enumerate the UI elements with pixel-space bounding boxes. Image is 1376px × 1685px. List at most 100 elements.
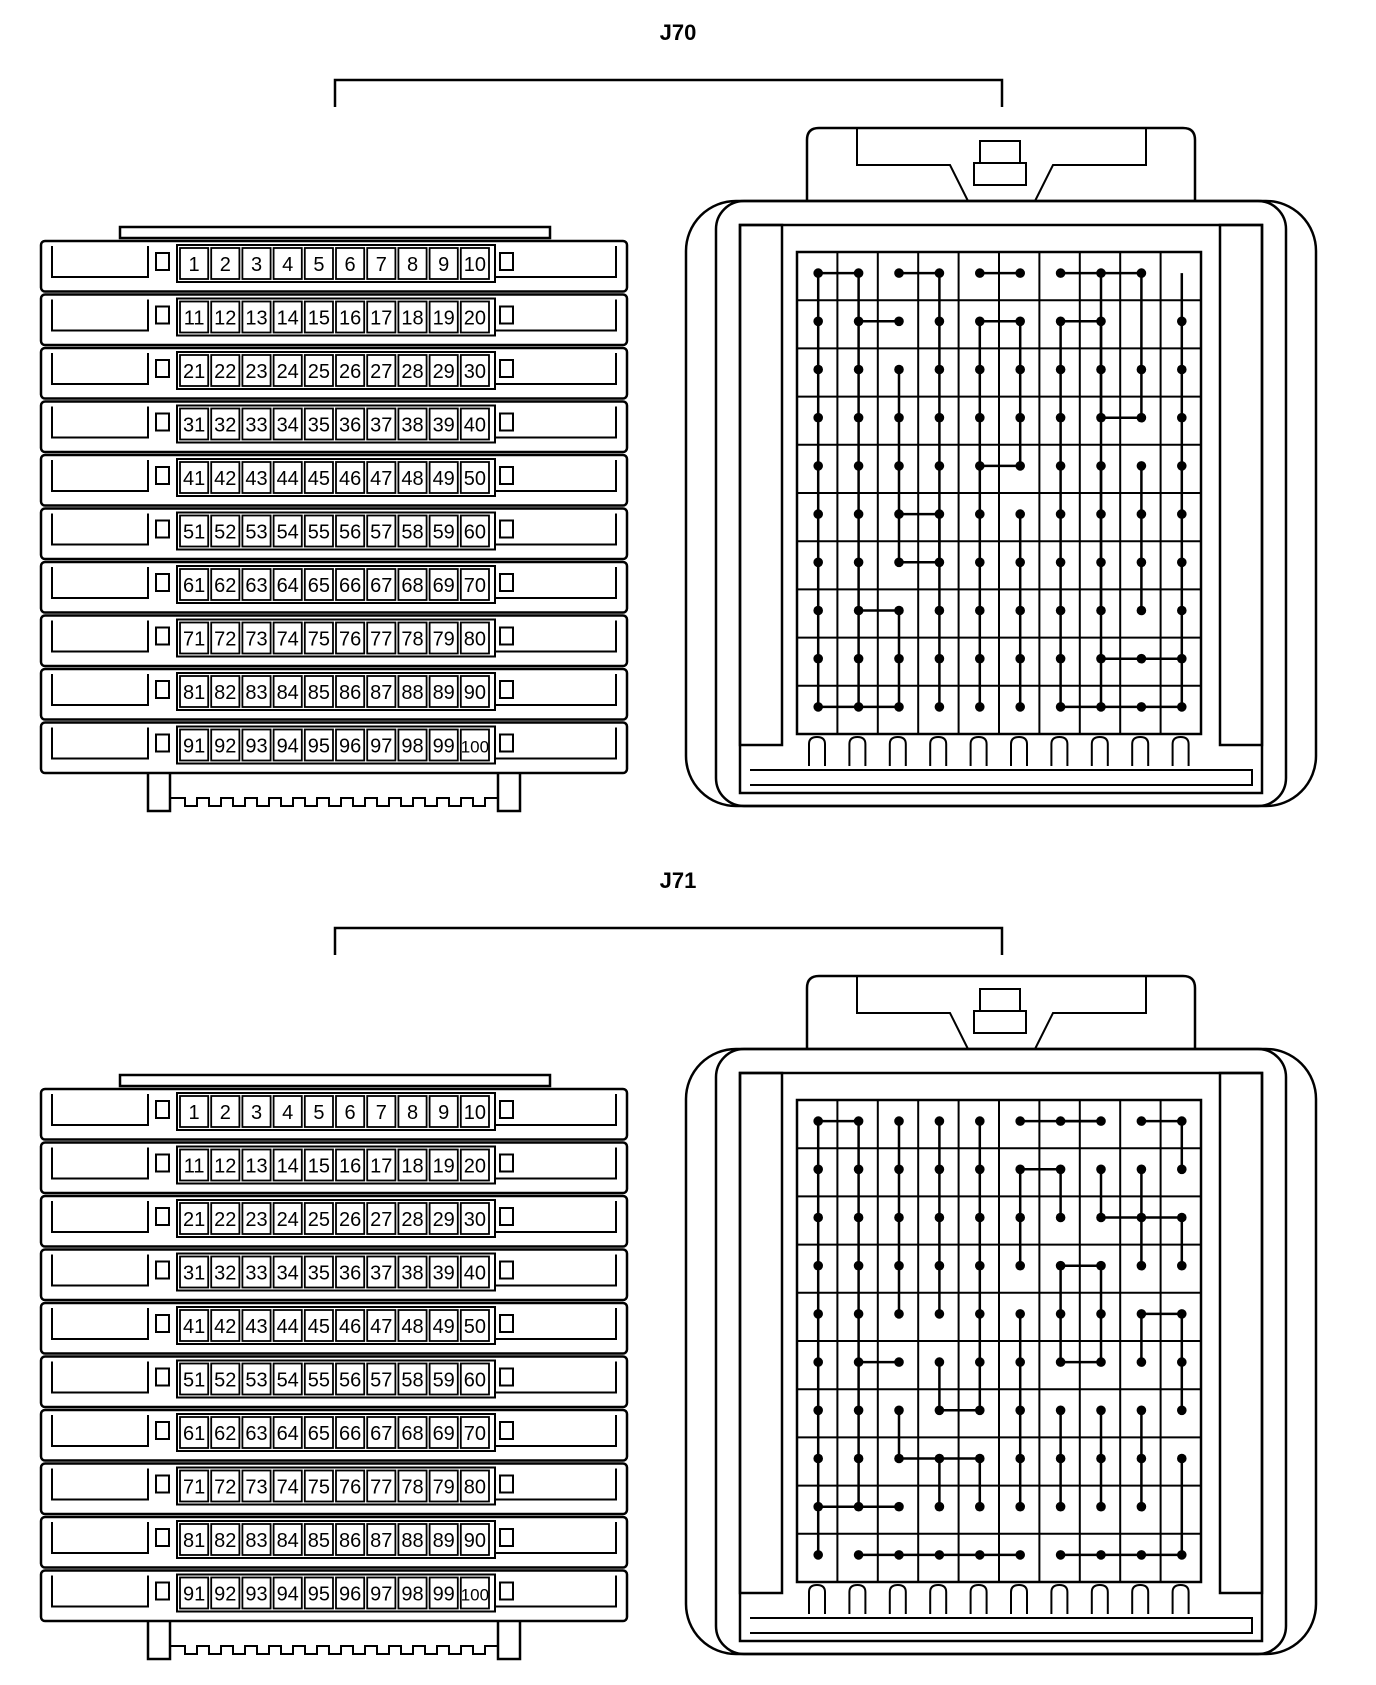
row-latch: [51, 513, 149, 546]
pin-cell: [335, 1362, 366, 1396]
pin-cell: [335, 1148, 366, 1182]
pin-number: 84: [277, 682, 299, 704]
pin-cell: [366, 354, 397, 387]
pin-number: 33: [245, 415, 267, 437]
row-lock-square: [155, 1581, 170, 1601]
pin-cell: [179, 300, 210, 334]
pin-cell: [179, 1202, 210, 1235]
pin-number: 27: [370, 361, 392, 383]
row-lock-square: [155, 1207, 170, 1226]
pin-dot: [1015, 1405, 1025, 1416]
pin-number: 8: [407, 254, 418, 276]
pin-number: 13: [245, 308, 267, 330]
pin-dot: [975, 557, 985, 568]
pin-number: 87: [370, 682, 392, 704]
row-latch: [51, 1522, 149, 1554]
row-lock-square: [155, 626, 170, 646]
bottom-rail: [750, 1617, 1253, 1634]
row-cell-strip: [176, 244, 496, 283]
pin-number: 36: [339, 415, 361, 437]
pin-cell: [397, 247, 428, 280]
tab-latch: [973, 162, 1027, 186]
pin-number: 30: [464, 361, 486, 383]
pin-number: 7: [376, 254, 387, 276]
pin-dot: [975, 1550, 985, 1560]
pin-number: 55: [308, 522, 330, 544]
pin-number: 93: [245, 1584, 267, 1606]
pin-dot: [1055, 1501, 1066, 1512]
pin-dot: [1136, 268, 1147, 278]
pin-number: 42: [214, 1316, 236, 1338]
pin-dot: [1096, 1501, 1106, 1512]
pin-cell: [241, 568, 272, 601]
pin-dot: [1136, 1453, 1147, 1464]
pin-number: 21: [183, 1209, 205, 1231]
pin-cell: [210, 621, 241, 655]
pin-number: 17: [370, 308, 392, 330]
pin-number: 72: [214, 1477, 236, 1499]
pin-cell: [179, 1576, 210, 1610]
cavity-slot: [969, 735, 988, 766]
pin-dot: [1136, 461, 1147, 471]
row-cell-strip: [176, 1359, 496, 1399]
pin-number: 92: [214, 1584, 236, 1606]
tab-inner: [856, 976, 969, 1050]
pin-cell: [459, 300, 490, 334]
pin-number: 68: [401, 1423, 423, 1445]
pin-cell: [210, 1202, 241, 1235]
row-latch: [51, 727, 149, 760]
pin-number: 2: [220, 254, 231, 276]
row-frame: [39, 453, 629, 507]
pin-cell: [303, 1469, 334, 1503]
pin-number: 31: [183, 1263, 205, 1285]
pin-dot: [1136, 653, 1147, 664]
pin-dot: [813, 1164, 823, 1175]
pin-dot: [1055, 1309, 1066, 1319]
pin-number: 52: [214, 522, 236, 544]
row-lock-square: [499, 1207, 514, 1226]
pin-number: 99: [433, 736, 455, 758]
pin-dot: [813, 1357, 823, 1367]
pin-dot: [934, 268, 945, 278]
pin-number: 70: [464, 1423, 486, 1445]
pin-dot: [1055, 1357, 1066, 1367]
pin-number: 28: [401, 361, 423, 383]
pin-cell: [210, 1416, 241, 1449]
tab-inner: [1034, 976, 1147, 1050]
row-latch: [51, 406, 149, 439]
pin-number: 42: [214, 468, 236, 490]
row-frame: [39, 1087, 629, 1141]
pin-cell: [179, 407, 210, 441]
cavity-slot: [848, 1583, 867, 1614]
row-cell-strip: [176, 458, 496, 497]
pin-dot: [853, 1405, 864, 1416]
pin-dot: [934, 1501, 945, 1512]
row-cell-strip: [176, 618, 496, 658]
pin-dot: [1177, 1309, 1187, 1319]
pin-dot: [853, 1212, 864, 1223]
pin-dot: [1136, 1550, 1147, 1560]
face-view: [684, 126, 1318, 808]
pin-cell: [241, 1255, 272, 1289]
row-latch: [51, 1094, 149, 1126]
pin-dot: [894, 1309, 904, 1319]
pin-cell: [210, 247, 241, 280]
cavity-slot: [1131, 1583, 1150, 1614]
pin-cell: [210, 568, 241, 601]
row-lock-square: [499, 626, 514, 646]
pin-dot: [1015, 1212, 1025, 1223]
pin-dot: [813, 1116, 823, 1126]
pin-cell: [179, 728, 210, 762]
pin-cell: [459, 1095, 490, 1128]
pin-cell: [366, 1095, 397, 1128]
pin-number: 56: [339, 1370, 361, 1392]
pin-dot: [975, 1116, 985, 1126]
pin-number: 97: [370, 736, 392, 758]
pin-cell: [335, 300, 366, 334]
pin-number: 66: [339, 1423, 361, 1445]
pin-dot: [1015, 557, 1025, 568]
pin-cell: [210, 514, 241, 548]
pin-dot: [894, 1550, 904, 1560]
pin-cell: [366, 1523, 397, 1556]
